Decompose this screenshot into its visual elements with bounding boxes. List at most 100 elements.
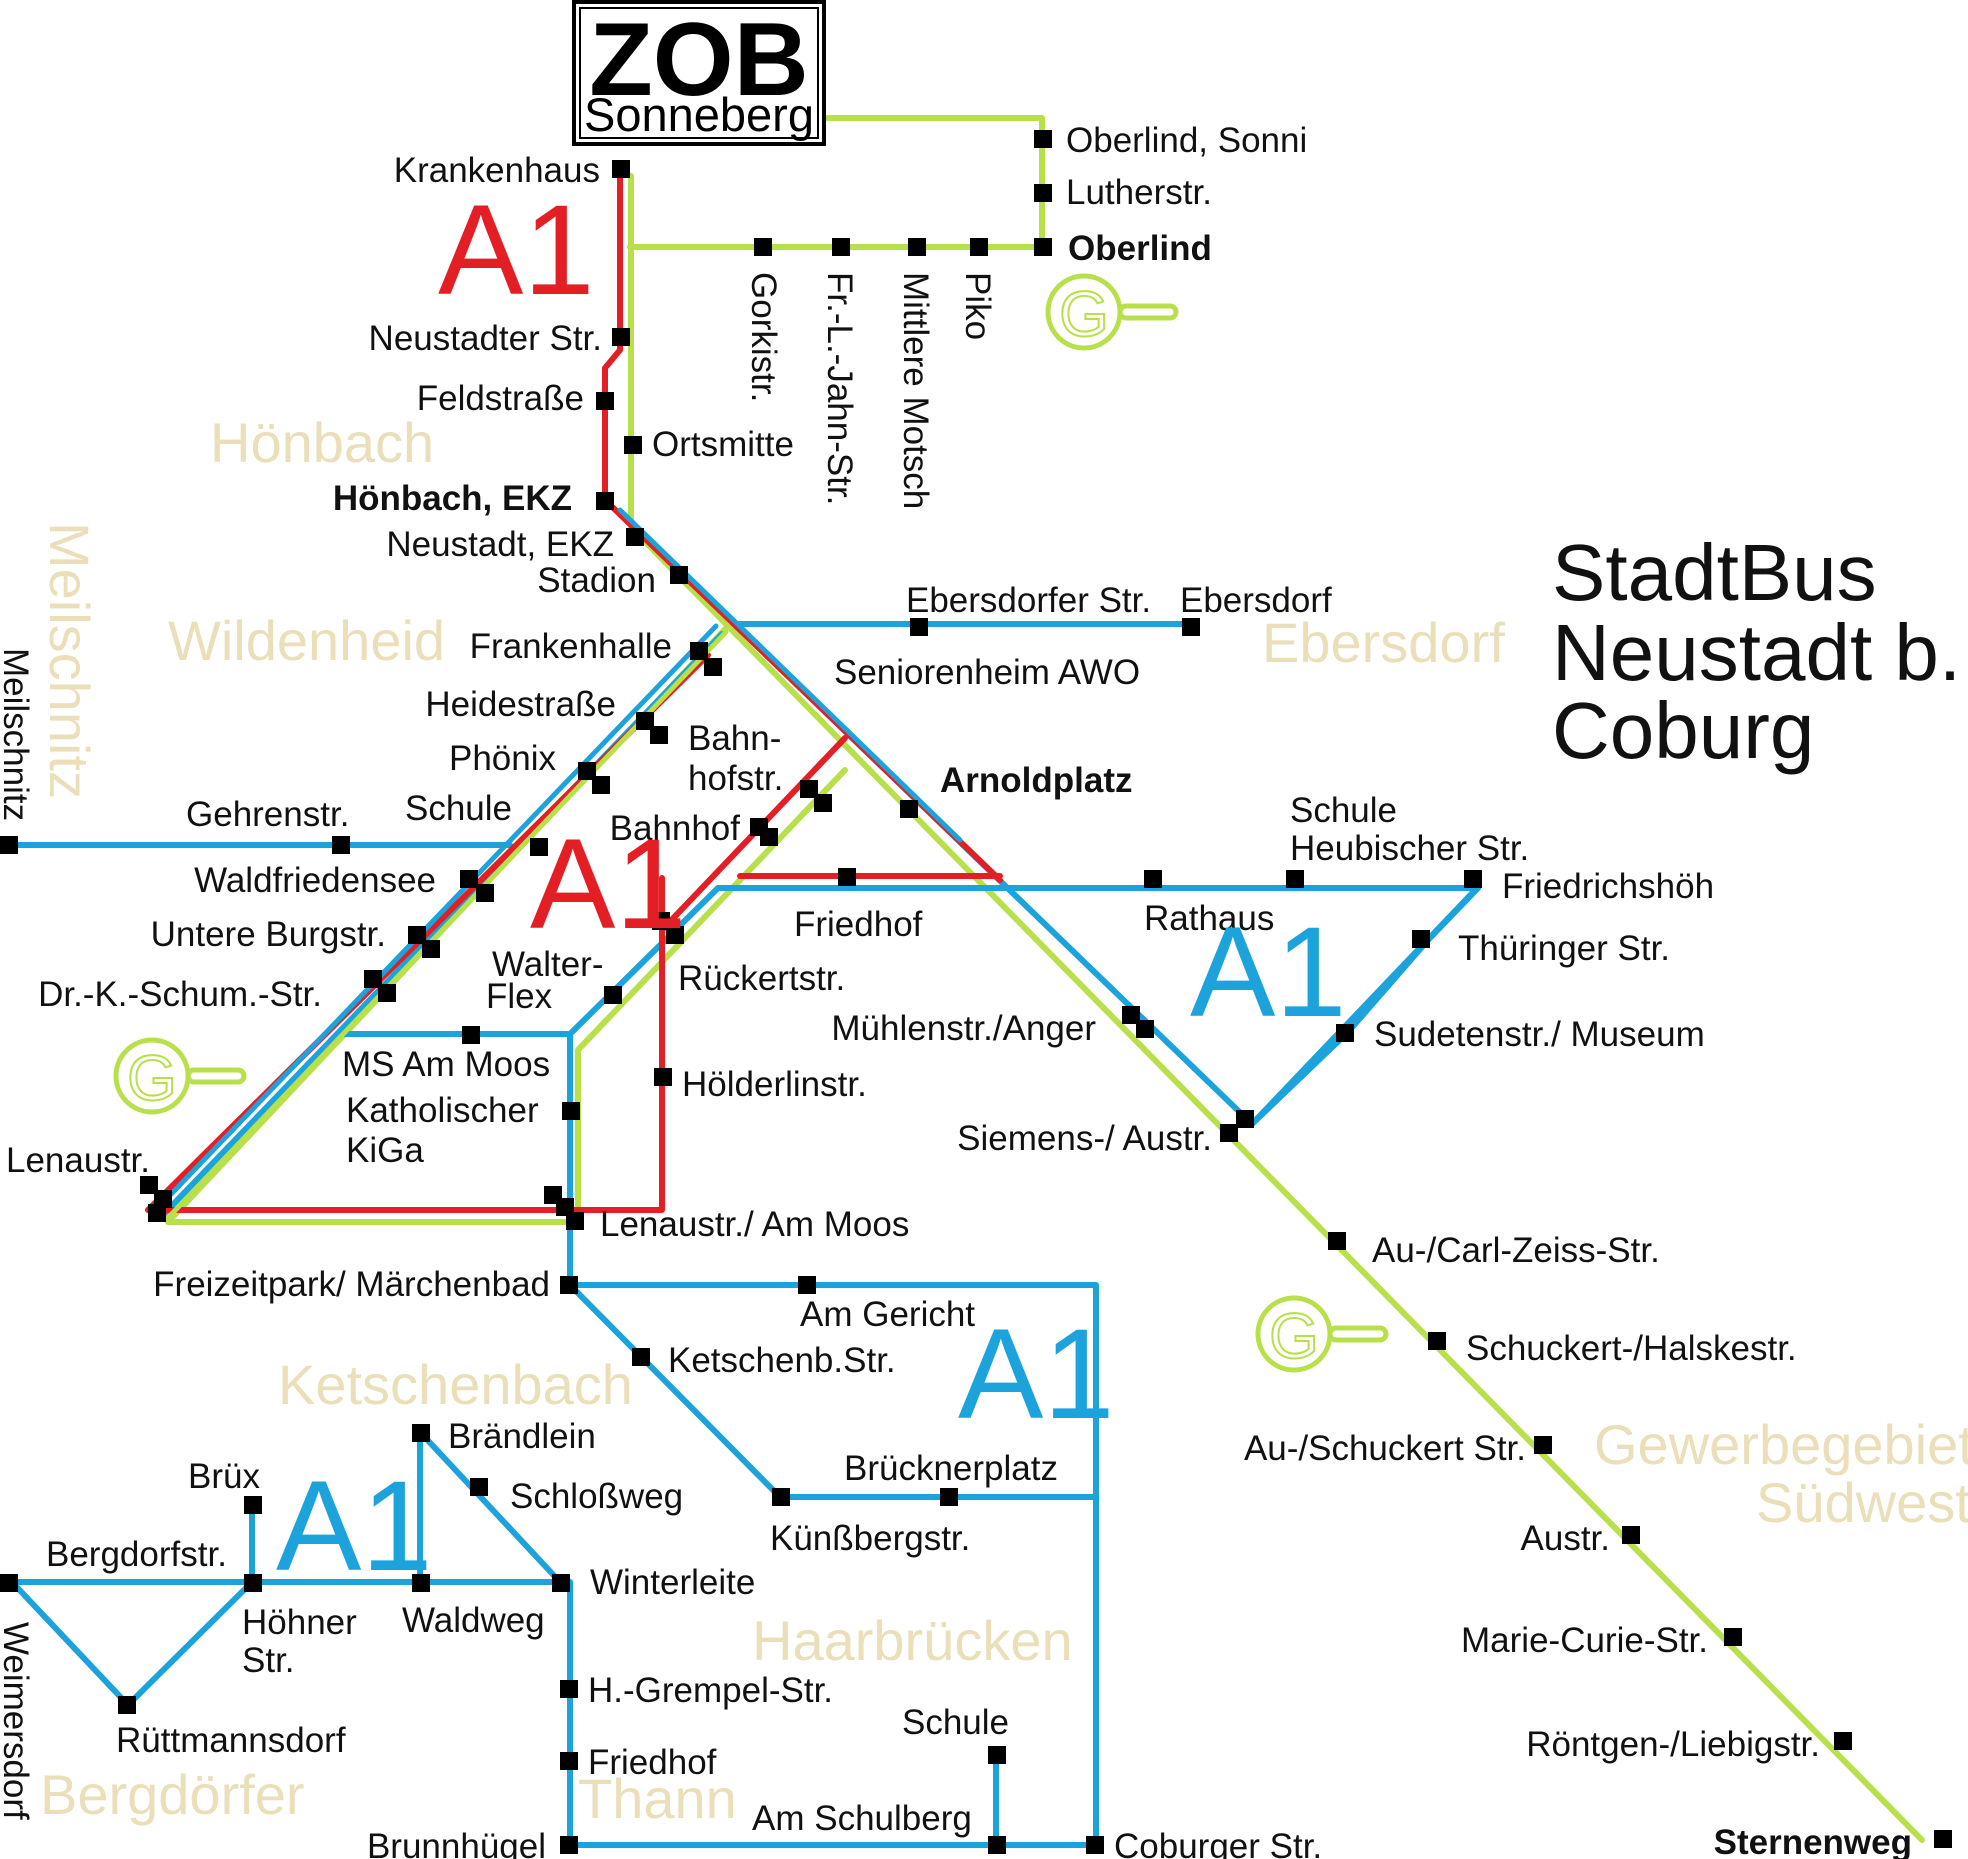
stop-label: Waldweg [402,1601,545,1640]
stop-label: Höhner [242,1603,357,1642]
area-label: Ebersdorf [1262,611,1505,674]
stop-label: Lutherstr. [1066,173,1212,212]
stop-label: Künßbergstr. [770,1519,970,1558]
stop-label: Heidestraße [425,685,616,724]
g-key-letter: G [1059,278,1109,350]
stop-label: Bergdorfstr. [46,1535,227,1574]
line-tag-red: A1 [530,813,687,956]
g-key: G [1255,1295,1389,1373]
stop-label: Au-/Carl-Zeiss-Str. [1372,1231,1660,1270]
area-label: Hönbach [210,411,434,474]
area-label: Thann [578,1767,737,1830]
trunk-accent [149,507,963,1223]
g-key-letter: G [1269,1300,1319,1372]
area-label: Ketschenbach [278,1353,633,1416]
stop-label: Brücknerplatz [844,1449,1058,1488]
stop-label: Sternenweg [1714,1823,1912,1859]
stop-label: Gehrenstr. [186,795,349,834]
zob-title: ZOB [589,2,809,118]
stop-label: Stadion [537,561,656,600]
stop-label: Röntgen-/Liebigstr. [1526,1725,1820,1764]
map-title: StadtBus Neustadt b. Coburg [1552,528,1961,775]
stop-label: Phönix [449,739,557,778]
stop-label: Brüx [188,1457,260,1496]
stop-label: Krankenhaus [394,151,600,190]
stop-label: Marie-Curie-Str. [1461,1621,1708,1660]
stop-label: MS Am Moos [342,1045,550,1084]
stop-label: Siemens-/ Austr. [957,1119,1212,1158]
stop-label: KiGa [346,1131,424,1170]
stop-label: Walter- [492,945,603,984]
stop-label: Ebersdorfer Str. [906,581,1151,620]
stop-label: Friedhof [588,1743,717,1782]
stop-label: Frankenhalle [470,627,672,666]
stop-label: Arnoldplatz [940,761,1132,800]
stop-label: H.-Grempel-Str. [588,1671,833,1710]
stop-label: Seniorenheim AWO [834,653,1140,692]
g-key: G [1045,273,1179,351]
stop-label: Schule [902,1703,1009,1742]
stop-label: Ebersdorf [1180,581,1332,620]
area-label: Haarbrücken [752,1609,1073,1672]
stop-label: Freizeitpark/ Märchenbad [153,1265,550,1304]
stop-label: Schule [405,789,512,828]
stop-label: Oberlind [1068,229,1212,268]
stop-label: Brunnhügel [367,1827,546,1859]
map-title-line: StadtBus [1552,528,1877,617]
line-tag-blue: A1 [276,1455,433,1598]
stop-label: Oberlind, Sonni [1066,121,1307,160]
stop-label: Schuckert-/Halskestr. [1466,1329,1797,1368]
stop-label: Ketschenb.Str. [668,1341,896,1380]
stop-label: Am Gericht [800,1295,975,1334]
line-tags: A1 A1 A1 A1 A1 [276,179,1347,1598]
stop-label: Schloßweg [510,1477,683,1516]
stop-label: Waldfriedensee [194,861,436,900]
line-tag-blue: A1 [958,1303,1115,1446]
stop-label: Heubischer Str. [1290,829,1529,868]
stop-label: Gorkistr. [744,272,783,402]
stop-label: Winterleite [590,1563,755,1602]
line-tag-red: A1 [438,179,595,322]
blue-route [7,621,1481,1848]
area-label: Meilschnitz [38,522,101,799]
g-key-letter: G [127,1042,177,1114]
stop-label: Feldstraße [417,379,584,418]
stop-label: Rüttmannsdorf [116,1721,346,1760]
g-key: G [113,1037,247,1115]
stop-label: Bahnhof [610,809,741,848]
stop-label: Hönbach, EKZ [333,479,572,518]
area-labels: Hönbach Wildenheid Meilschnitz Ebersdorf… [38,411,1968,1830]
stop-label: Meilschnitz [0,648,35,821]
stop-label: Brändlein [448,1417,596,1456]
stop-label: Flex [486,977,553,1016]
stop-label: Weimersdorf [0,1622,35,1820]
stop-label: Hölderlinstr. [682,1065,867,1104]
green-route-keys: G G G [113,273,1389,1373]
stops [0,130,1952,1854]
stop-label: Austr. [1521,1519,1610,1558]
area-label: Südwest [1756,1471,1968,1534]
map-title-line: Coburg [1552,686,1814,775]
map-title-line: Neustadt b. [1552,608,1961,697]
stop-label: Au-/Schuckert Str. [1244,1429,1526,1468]
stop-label: Sudetenstr./ Museum [1374,1015,1705,1054]
area-label: Wildenheid [168,609,445,672]
stop-label: Thüringer Str. [1458,929,1670,968]
area-label: Bergdörfer [40,1763,305,1826]
line-tag-blue: A1 [1190,901,1347,1044]
stop-label: Dr.-K.-Schum.-Str. [38,975,322,1014]
stop-label: Mittlere Motsch [896,272,935,509]
area-label: Gewerbegebiet [1594,1413,1968,1476]
stop-label: Ortsmitte [652,425,794,464]
zob-subtitle: Sonneberg [584,88,814,141]
stop-label: Piko [958,272,997,340]
stop-label: Mühlenstr./Anger [831,1009,1096,1048]
stop-label: hofstr. [688,759,783,798]
stop-label: Friedrichshöh [1502,867,1714,906]
stop-label: Katholischer [346,1091,539,1130]
stop-label: Lenaustr./ Am Moos [600,1205,909,1244]
stop-label: Schule [1290,791,1397,830]
zob-sign: ZOB Sonneberg [572,0,826,146]
stop-label: Am Schulberg [752,1799,972,1838]
stop-label: Str. [242,1641,295,1680]
